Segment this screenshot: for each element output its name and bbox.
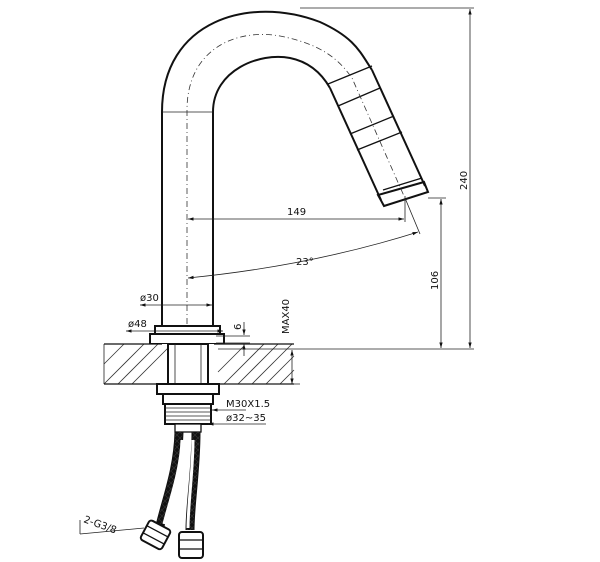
- dim-thread: M30X1.5: [226, 399, 270, 410]
- dim-base-diameter: ø48: [128, 319, 147, 330]
- mounting-shank: [156, 343, 220, 433]
- dim-height-total: 240: [459, 171, 470, 190]
- dim-base-height: 6: [233, 324, 244, 330]
- dim-height-outlet: 106: [430, 271, 441, 290]
- base-flange: [149, 325, 225, 345]
- dim-angle: 23°: [296, 257, 314, 268]
- supply-hoses: [155, 431, 201, 531]
- dim-body-diameter: ø30: [140, 293, 159, 304]
- dim-hole-diameter: ø32~35: [226, 413, 266, 424]
- faucet-body: [161, 10, 430, 336]
- hose-nuts: [139, 519, 204, 559]
- dim-max-deck: MAX40: [281, 299, 292, 334]
- dimension-lines: [79, 7, 474, 535]
- dim-reach: 149: [287, 207, 306, 218]
